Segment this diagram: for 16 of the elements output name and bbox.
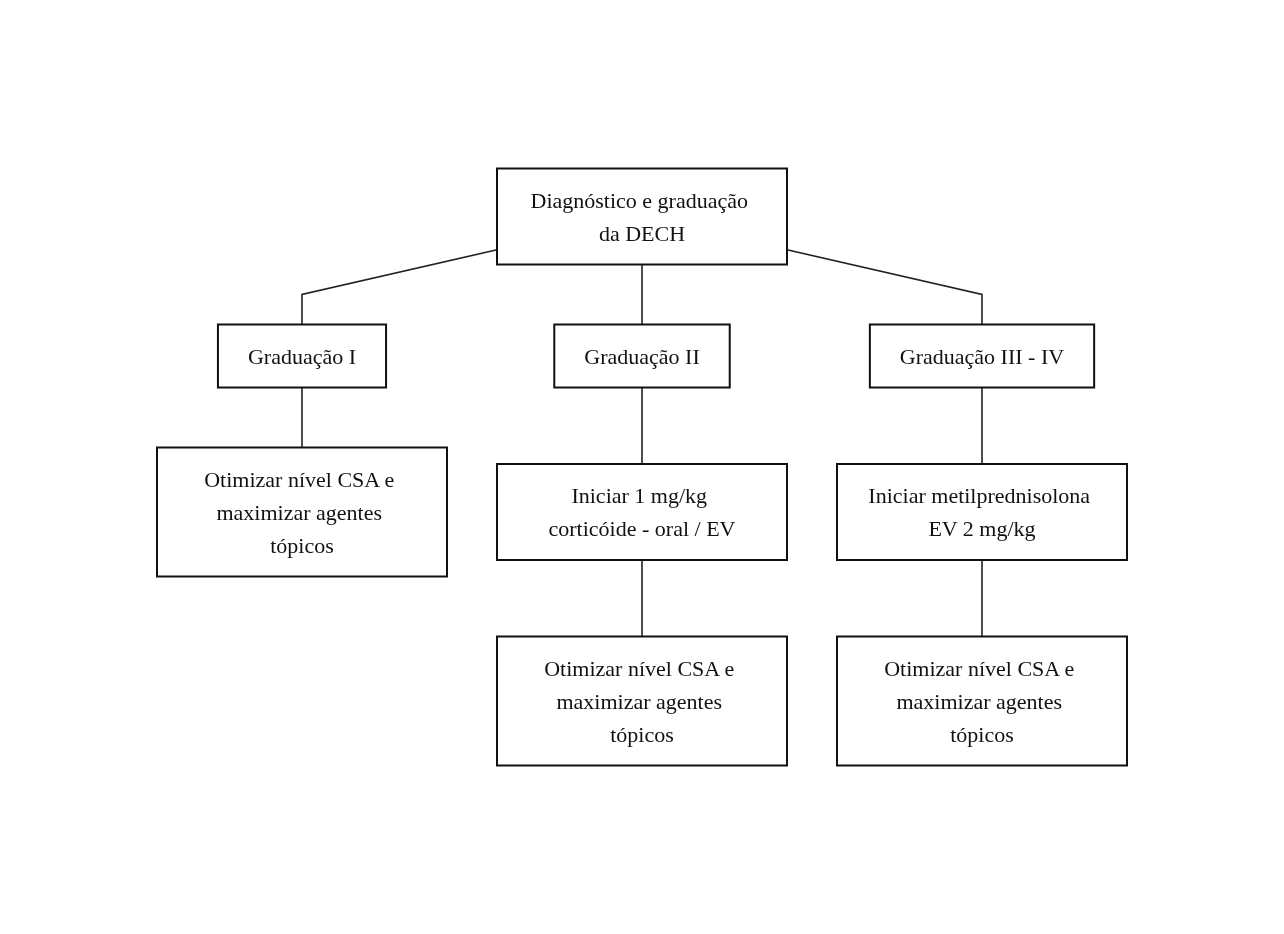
connector [301,386,303,449]
node-box: Graduação III - IV [868,323,1096,389]
node-box: Iniciar metilprednisolona EV 2 mg/kg [836,463,1128,561]
connector [981,559,983,638]
node-box: Graduação I [216,323,388,389]
connector [641,386,643,465]
connector [301,248,498,326]
node-box: Otimizar nível CSA e maximizar agentes tópicos [836,635,1128,767]
node-box: Otimizar nível CSA e maximizar agentes tópicos [496,635,788,767]
node-box: Otimizar nível CSA e maximizar agentes tópicos [156,446,448,578]
connector [981,386,983,465]
node-box: Graduação II [553,323,731,389]
connector [641,559,643,638]
node-box: Diagnóstico e graduação da DECH [496,167,788,266]
connector [641,263,643,326]
node-box: Iniciar 1 mg/kg corticóide - oral / EV [496,463,788,561]
